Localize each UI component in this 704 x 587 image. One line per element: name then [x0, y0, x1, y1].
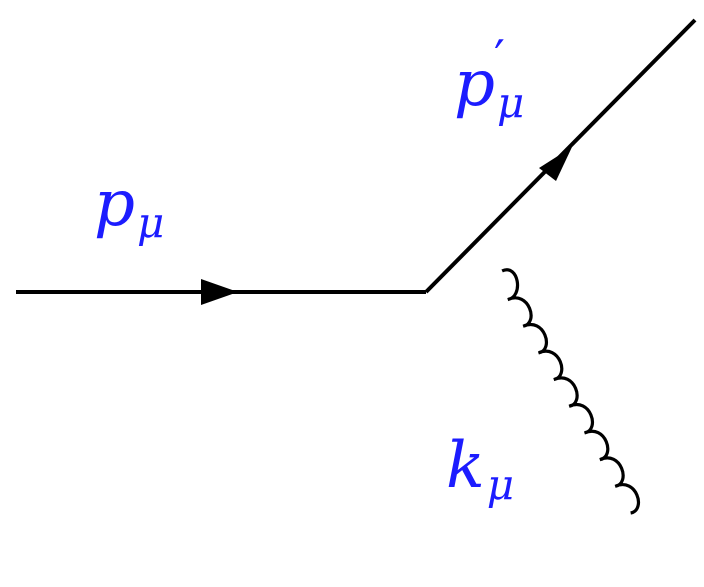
outgoing-momentum-subscript: μ: [496, 78, 525, 127]
photon-momentum-label: kμ: [446, 434, 514, 506]
outgoing-momentum-prime: ′: [494, 30, 505, 86]
outgoing-arrow-icon: [539, 147, 572, 181]
incoming-momentum-label: pμ: [94, 172, 164, 244]
incoming-arrow-icon: [201, 279, 238, 305]
outgoing-momentum-label: p′μ: [454, 34, 524, 124]
outgoing-momentum-symbol: p: [454, 47, 495, 121]
photon-wavy-line: [501, 268, 641, 515]
photon-momentum-symbol: k: [446, 429, 485, 503]
incoming-momentum-subscript: μ: [136, 198, 165, 247]
incoming-momentum-symbol: p: [94, 167, 135, 241]
photon-momentum-subscript: μ: [486, 460, 515, 509]
